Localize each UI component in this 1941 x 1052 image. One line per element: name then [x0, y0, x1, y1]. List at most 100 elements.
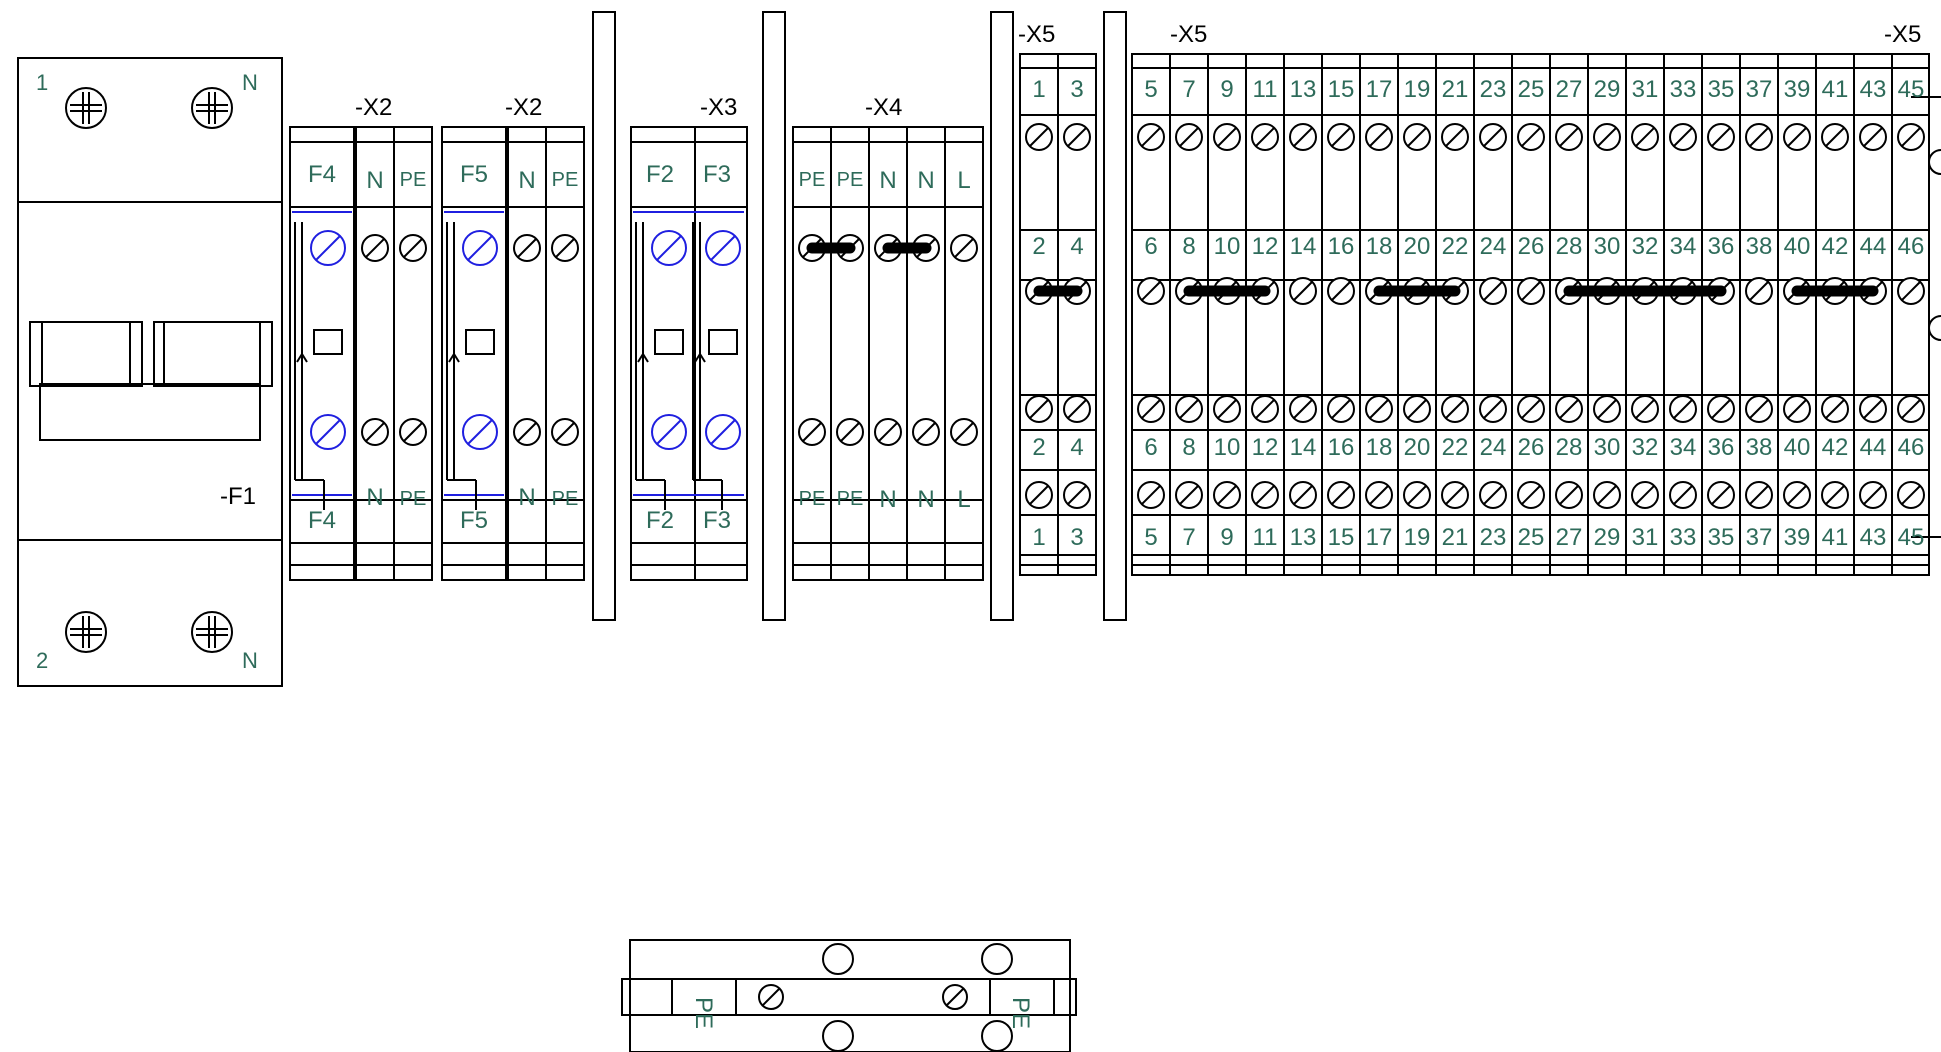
screw-slot — [554, 237, 576, 259]
screw-slot — [1710, 398, 1732, 420]
fuse-terminal-f5 — [441, 126, 507, 581]
slot-screw-icon — [513, 234, 541, 262]
screw-slot — [1330, 126, 1352, 148]
slot-screw-icon — [1479, 481, 1507, 509]
screw-slot — [1292, 280, 1314, 302]
screw-slot — [1596, 484, 1618, 506]
terminal-number-lower: 4 — [1070, 434, 1083, 461]
terminal-label-top: N — [879, 167, 896, 194]
slot-screw-icon — [1327, 481, 1355, 509]
diagram-bridges — [806, 242, 1879, 297]
slot-screw-icon — [1783, 395, 1811, 423]
terminal-number-lower: 38 — [1746, 434, 1773, 461]
terminal-number-upper: 28 — [1556, 233, 1583, 260]
screw-slot — [1330, 280, 1352, 302]
terminal-number-lower: 36 — [1708, 434, 1735, 461]
terminal-number-lower: 44 — [1860, 434, 1887, 461]
terminal-label-bottom: PE — [552, 488, 579, 510]
slot-screw-icon — [1175, 123, 1203, 151]
breaker-handle-right — [153, 321, 273, 387]
edge-arc — [1928, 149, 1941, 175]
breaker-terminal-n-top-label: N — [242, 70, 258, 95]
terminal-number-lower: 42 — [1822, 434, 1849, 461]
terminal-label-top: N — [518, 167, 535, 194]
breaker-toggle — [39, 383, 261, 441]
slot-screw-icon — [1137, 123, 1165, 151]
screw-slot — [953, 421, 975, 443]
fuse-terminal-f3 — [694, 126, 748, 581]
screw-slot — [1368, 484, 1390, 506]
group-tag-x2a: -X2 — [355, 94, 392, 121]
terminal-label-top: PE — [552, 169, 579, 191]
screw-slot — [656, 235, 682, 261]
terminal-label-bottom: PE — [799, 488, 826, 510]
breaker-terminal-2-label: 2 — [36, 648, 48, 673]
diagram-lines — [17, 11, 1941, 1052]
terminal-label-top: PE — [400, 169, 427, 191]
terminal-number-top: 1 — [1032, 76, 1045, 103]
terminal-number-upper: 16 — [1328, 233, 1355, 260]
slot-screw-icon — [1897, 123, 1925, 151]
breaker-terminal-n-bottom-label: N — [242, 648, 258, 673]
slot-screw-icon — [1289, 481, 1317, 509]
slot-screw-icon — [1555, 481, 1583, 509]
slot-screw-icon — [1745, 395, 1773, 423]
screw-head — [65, 611, 107, 653]
screw-slot — [364, 421, 386, 443]
screw-slot — [1066, 484, 1088, 506]
screw-slot — [315, 419, 341, 445]
group-tag-x5b: -X5 — [1170, 21, 1207, 48]
screw-head — [65, 87, 107, 129]
slot-screw-icon — [1289, 277, 1317, 305]
terminal-number-lower: 16 — [1328, 434, 1355, 461]
terminal-label-bottom: N — [917, 486, 934, 513]
screw-head — [191, 87, 233, 129]
terminal-label-top: F5 — [460, 161, 488, 188]
group-tag-x4: -X4 — [865, 94, 902, 121]
fuse-arrow-icon — [637, 353, 644, 363]
terminal-number-upper: 44 — [1860, 233, 1887, 260]
screw-slot — [1520, 280, 1542, 302]
terminal-label-top: N — [366, 167, 383, 194]
slot-screw-icon — [1025, 481, 1053, 509]
screw-slot — [1672, 398, 1694, 420]
slot-screw-icon — [1707, 395, 1735, 423]
slot-screw-icon — [1897, 277, 1925, 305]
screw-slot — [467, 235, 493, 261]
terminal-label-top: PE — [799, 169, 826, 191]
screw-slot — [467, 419, 493, 445]
mounting-hole — [822, 943, 854, 975]
slot-screw-icon — [399, 234, 427, 262]
terminal-label-bottom: F5 — [460, 507, 488, 534]
breaker-body — [17, 57, 283, 687]
fuse-window — [465, 329, 495, 355]
screw-slot — [1482, 484, 1504, 506]
terminal-label-bottom: F4 — [308, 507, 336, 534]
slot-screw-icon — [1707, 123, 1735, 151]
screw-slot — [656, 419, 682, 445]
pe-block-body — [629, 939, 1071, 1052]
slot-screw-icon — [1213, 481, 1241, 509]
terminal-label-bottom: N — [366, 484, 383, 511]
screw-slot — [1558, 126, 1580, 148]
slot-screw-icon — [758, 984, 784, 1010]
screw-slot — [945, 987, 965, 1007]
slot-screw-icon — [1859, 481, 1887, 509]
screw-slot — [516, 237, 538, 259]
screw-slot — [1330, 484, 1352, 506]
terminal-number-bottom: 9 — [1220, 524, 1233, 551]
screw-slot — [1178, 126, 1200, 148]
slot-screw-icon — [1479, 123, 1507, 151]
screw-slot — [1482, 280, 1504, 302]
screw-slot — [1596, 398, 1618, 420]
screw-head — [191, 611, 233, 653]
slot-screw-icon — [1137, 277, 1165, 305]
screw-slot — [1520, 484, 1542, 506]
slot-screw-icon — [1137, 395, 1165, 423]
slot-screw-icon — [950, 418, 978, 446]
fuse-arrow-icon — [642, 353, 649, 363]
terminal-number-top: 31 — [1632, 76, 1659, 103]
fuse-arrow-icon — [301, 353, 308, 363]
screw-slot — [1710, 126, 1732, 148]
slot-screw-icon — [1479, 395, 1507, 423]
